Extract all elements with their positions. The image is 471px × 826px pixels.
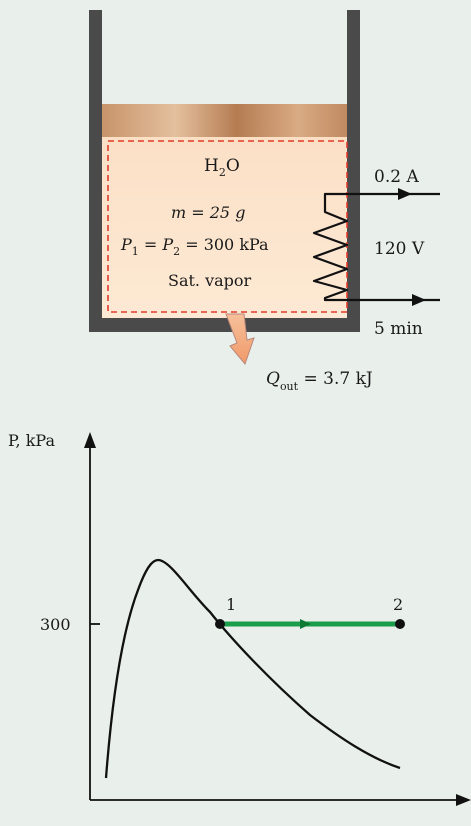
- y-axis-label: P, kPa: [8, 431, 55, 450]
- time-label: 5 min: [374, 319, 423, 339]
- cylinder-right-wall: [347, 10, 360, 332]
- cylinder-left-wall: [89, 10, 102, 332]
- current-label: 0.2 A: [374, 167, 419, 187]
- heat-label: Qout = 3.7 kJ: [266, 369, 373, 393]
- cylinder-bottom: [89, 318, 360, 332]
- pressure-label: P1 = P2 = 300 kPa: [120, 235, 269, 258]
- mass-label: m = 25 g: [171, 203, 245, 222]
- heat-out-arrow: [225, 313, 255, 366]
- system-boundary: [107, 140, 348, 313]
- x-axis-arrow: [456, 794, 471, 806]
- state-label-1: 1: [226, 595, 236, 614]
- voltage-label: 120 V: [374, 239, 425, 259]
- current-out-arrow: [412, 294, 426, 306]
- state-label-2: 2: [393, 595, 403, 614]
- gas-region: [102, 137, 347, 318]
- resistor: [312, 192, 440, 302]
- state-point-1: [215, 619, 225, 629]
- state-label: Sat. vapor: [168, 271, 252, 290]
- y-axis-arrow: [84, 432, 96, 448]
- y-tick-label-300: 300: [40, 615, 71, 634]
- state-point-2: [395, 619, 405, 629]
- piston: [102, 104, 347, 137]
- current-in-arrow: [398, 188, 412, 200]
- substance-label: H2O: [204, 156, 240, 179]
- saturation-dome: [104, 558, 401, 779]
- process-direction-arrow: [300, 619, 311, 629]
